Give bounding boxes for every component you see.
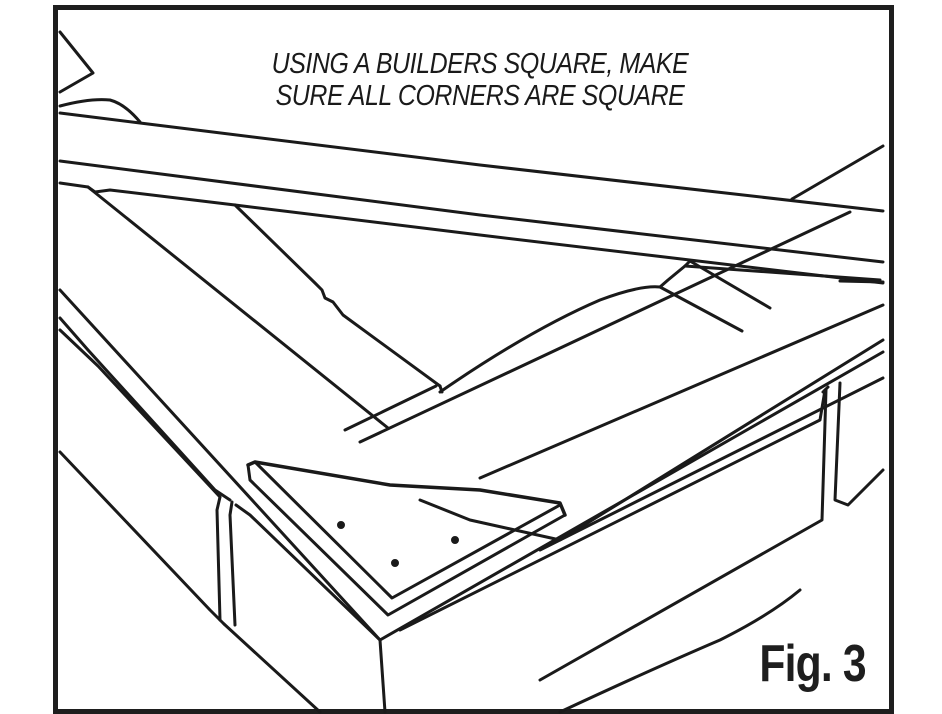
cross-board	[58, 111, 885, 285]
square-rivet	[337, 521, 345, 529]
frame-rail-left	[58, 288, 387, 714]
builders-square	[246, 350, 885, 642]
frame-rail-right	[398, 303, 885, 682]
instruction-caption: USING A BUILDERS SQUARE, MAKE SURE ALL C…	[265, 48, 695, 112]
square-rivet	[391, 559, 399, 567]
square-rivet	[451, 536, 459, 544]
mid-lump	[438, 259, 885, 394]
figure-label: Fig. 3	[759, 635, 867, 693]
corner-fragment-top-left	[58, 30, 142, 124]
caption-line-2: SURE ALL CORNERS ARE SQUARE	[275, 80, 685, 112]
bottom-board-edge	[558, 588, 802, 714]
upper-plank	[86, 185, 852, 444]
caption-line-1: USING A BUILDERS SQUARE, MAKE	[271, 48, 689, 80]
